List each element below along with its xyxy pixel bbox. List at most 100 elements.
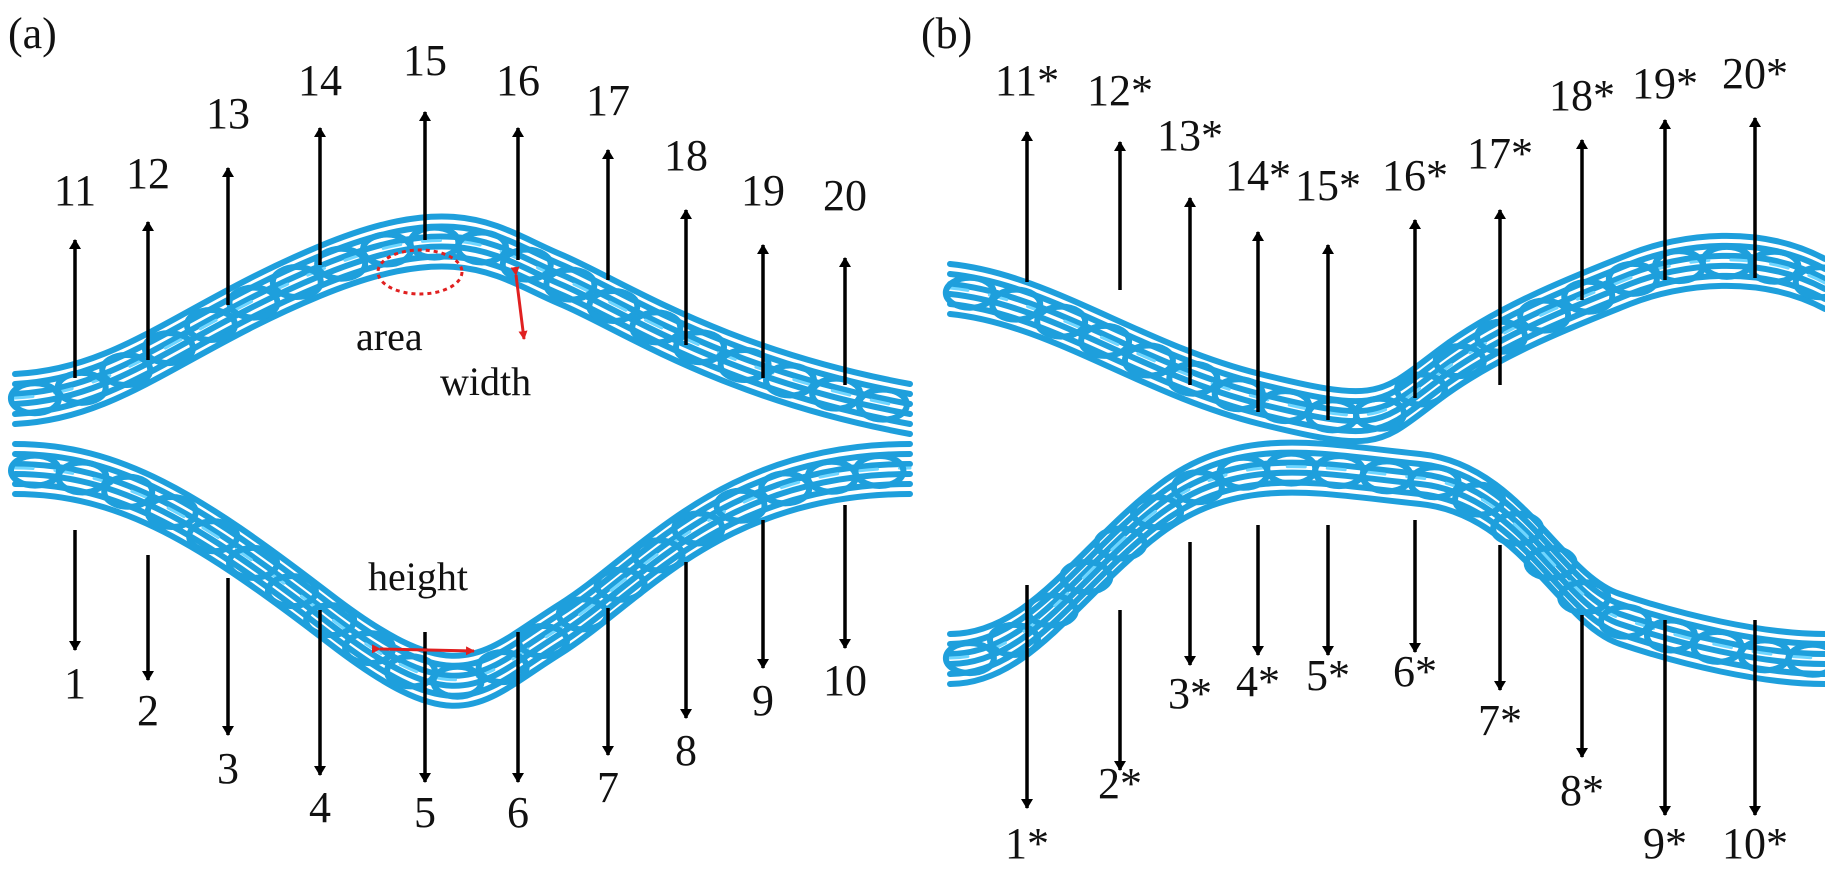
rope-loop xyxy=(383,653,438,690)
rope-loop xyxy=(1130,494,1185,531)
rope-strand xyxy=(947,489,1825,687)
rope-loop xyxy=(99,352,154,389)
rope-strand xyxy=(12,471,913,689)
rope-loop xyxy=(1605,260,1660,297)
rope-strand xyxy=(12,233,913,407)
area-label: area xyxy=(356,314,423,359)
rope-loop xyxy=(1352,395,1407,432)
rope-loop xyxy=(989,286,1044,323)
arrow-down-label: 9 xyxy=(752,676,774,725)
rope-loop xyxy=(454,229,509,266)
height-marker xyxy=(371,644,475,656)
width-marker xyxy=(510,266,528,340)
rope-loop xyxy=(1490,510,1545,547)
rope-strand xyxy=(947,232,1825,395)
rope-loop xyxy=(407,224,462,261)
force-arrows-b: 11*1*12*2*13*3*14*4*15*5*16*6*17*7*18*8*… xyxy=(995,49,1788,868)
rope-loop xyxy=(269,263,324,300)
arrow-up-label: 13 xyxy=(206,89,250,138)
arrow-up-label: 16* xyxy=(1382,151,1448,200)
arrow-up-label: 20* xyxy=(1722,49,1788,98)
rope-loop xyxy=(809,375,864,412)
arrow-up-label: 18* xyxy=(1549,71,1615,120)
rope-loop xyxy=(942,274,997,311)
rope-loop xyxy=(186,518,241,555)
rope-loop xyxy=(717,346,772,383)
arrow-up-label: 12* xyxy=(1087,66,1153,115)
rope-loop xyxy=(1432,343,1487,380)
arrow-up-label: 19* xyxy=(1632,59,1698,108)
rope-strand xyxy=(947,469,1825,667)
rope-loop xyxy=(144,493,199,530)
panel-label-b: (b) xyxy=(921,9,972,58)
rope-loop xyxy=(183,306,238,343)
rope-loop xyxy=(543,266,598,303)
rope-loop xyxy=(1211,376,1266,413)
arrow-up-label: 12 xyxy=(126,149,170,198)
arrow-up-label: 18 xyxy=(664,131,708,180)
arrow-up-label: 11* xyxy=(995,56,1059,105)
rope-highlight xyxy=(13,239,912,410)
rope-loop xyxy=(1093,525,1148,562)
rope-loop xyxy=(1166,360,1221,397)
rope-strand xyxy=(12,263,913,437)
rope-loop xyxy=(593,566,648,603)
arrow-down-label: 8* xyxy=(1560,766,1604,815)
panel-b: (b) 11*1*12*2*13*3*14*4*15*5*16*6*17*7*1… xyxy=(921,9,1825,868)
arrow-down-label: 10 xyxy=(823,656,867,705)
arrow-down-label: 6* xyxy=(1393,647,1437,696)
arrow-down-label: 5 xyxy=(414,788,436,837)
rope-loop xyxy=(1785,641,1825,678)
rope-loop xyxy=(586,287,641,324)
arrow-down-label: 2 xyxy=(137,686,159,735)
rope-loop xyxy=(855,386,910,423)
rope-highlight xyxy=(948,465,1825,660)
width-label: width xyxy=(440,359,531,404)
rope-loop xyxy=(1121,342,1176,379)
rope-loop xyxy=(1561,278,1616,315)
arrow-down-label: 3* xyxy=(1168,669,1212,718)
rope-loop xyxy=(1078,322,1133,359)
rope-loop xyxy=(629,309,684,346)
arrow-up-label: 11 xyxy=(54,166,96,215)
rope-loop xyxy=(1598,603,1653,640)
arrow-up-label: 17 xyxy=(586,76,630,125)
rope-loop xyxy=(1557,579,1612,616)
rope-loop xyxy=(1523,544,1578,581)
arrow-down-label: 4* xyxy=(1236,657,1280,706)
arrow-up-label: 13* xyxy=(1157,111,1223,160)
rope-loop xyxy=(986,621,1041,658)
rope-loop xyxy=(314,245,369,282)
rope-strand xyxy=(947,439,1825,637)
rope-loop xyxy=(942,640,997,677)
area-marker xyxy=(376,248,464,296)
fabric-ropes-b xyxy=(942,232,1825,687)
rope-loop xyxy=(1407,464,1462,501)
rope-loop xyxy=(1170,469,1225,506)
arrow-up-label: 14* xyxy=(1225,151,1291,200)
height-label: height xyxy=(368,554,468,599)
rope-loop xyxy=(758,470,813,507)
rope-loop xyxy=(1792,264,1825,301)
rope-loop xyxy=(7,452,62,489)
rope-loop xyxy=(1034,303,1089,340)
arrow-up-label: 15* xyxy=(1295,161,1361,210)
arrow-up-label: 19 xyxy=(741,166,785,215)
rope-loop xyxy=(1059,559,1114,596)
rope-loop xyxy=(1643,617,1698,654)
rope-loop xyxy=(852,452,907,489)
arrow-down-label: 9* xyxy=(1643,819,1687,868)
rope-loop xyxy=(55,459,110,496)
rope-strand xyxy=(12,451,913,669)
rope-loop xyxy=(1517,297,1572,334)
arrow-down-label: 10* xyxy=(1722,819,1788,868)
rope-strand xyxy=(12,491,913,709)
arrow-down-label: 6 xyxy=(507,788,529,837)
rope-loop xyxy=(303,602,358,639)
rope-strand xyxy=(947,459,1825,657)
rope-loop xyxy=(1264,450,1319,487)
rope-strand xyxy=(12,213,913,387)
rope-loop xyxy=(713,487,768,524)
